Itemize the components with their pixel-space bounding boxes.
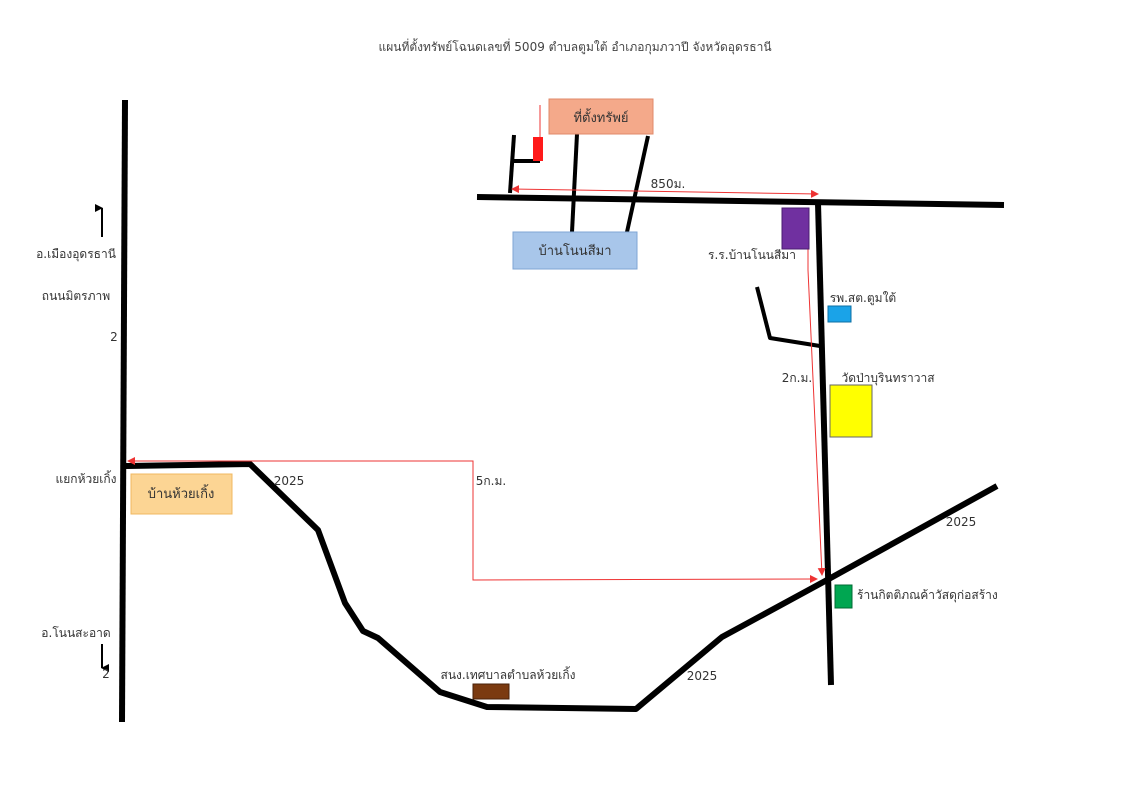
health-center-marker: [827, 305, 852, 323]
distance-5km-line: [127, 457, 818, 584]
road-number-bottom-label: 2: [102, 667, 110, 681]
road-2025-label-west: 2025: [274, 474, 305, 488]
village-road-left: [570, 133, 579, 233]
junction-label: แยกห้วยเกิ้ง: [56, 470, 117, 486]
highway-2-road: [119, 99, 128, 723]
road-2025-label-south: 2025: [687, 669, 718, 683]
ban-huai-kueng-box: [130, 473, 233, 515]
ban-non-sima-label: บ้านโนนสีมา: [539, 243, 612, 259]
city-south-label: อ.โนนสะอาด: [41, 626, 110, 640]
temple-marker: [829, 384, 873, 438]
municipal-office-marker: [472, 683, 510, 700]
east-vertical-road: [815, 202, 834, 686]
shop-label: ร้านกิตติภณค้าวัสดุก่อสร้าง: [857, 588, 998, 603]
property-label: ที่ตั้งทรัพย์: [573, 108, 628, 126]
property-access-road: [508, 134, 516, 194]
municipal-office-label: สนง.เทศบาลตำบลห้วยเกิ้ง: [441, 666, 576, 682]
road-name-label: ถนนมิตรภาพ: [42, 289, 110, 303]
school-label: ร.ร.บ้านโนนสีมา: [708, 248, 796, 262]
distance-5km-label: 5ก.ม.: [476, 474, 506, 488]
distance-850m-line: [511, 185, 819, 198]
shop-marker: [834, 584, 853, 609]
top-road: [476, 194, 1005, 208]
distance-850m-label: 850ม.: [651, 177, 686, 191]
road-2025-label-east: 2025: [946, 515, 977, 529]
road-number-top-label: 2: [110, 330, 118, 344]
distance-2km-label: 2ก.ม.: [782, 371, 812, 385]
health-center-label: รพ.สต.ตูมใต้: [830, 291, 896, 306]
ban-non-sima-box: [512, 231, 638, 270]
school-marker: [781, 207, 810, 250]
map-title: แผนที่ตั้งทรัพย์โฉนดเลขที่ 5009 ตำบลตูมใ…: [378, 38, 771, 55]
property-box: [548, 98, 654, 135]
ban-huai-kueng-label: บ้านห้วยเกิ้ง: [148, 484, 215, 502]
side-road: [755, 286, 821, 348]
temple-label: วัดป่าบุรินทราวาส: [841, 371, 935, 386]
city-north-label: อ.เมืองอุดรธานี: [36, 247, 116, 262]
property-marker: [533, 137, 543, 161]
village-road-right: [625, 135, 650, 233]
